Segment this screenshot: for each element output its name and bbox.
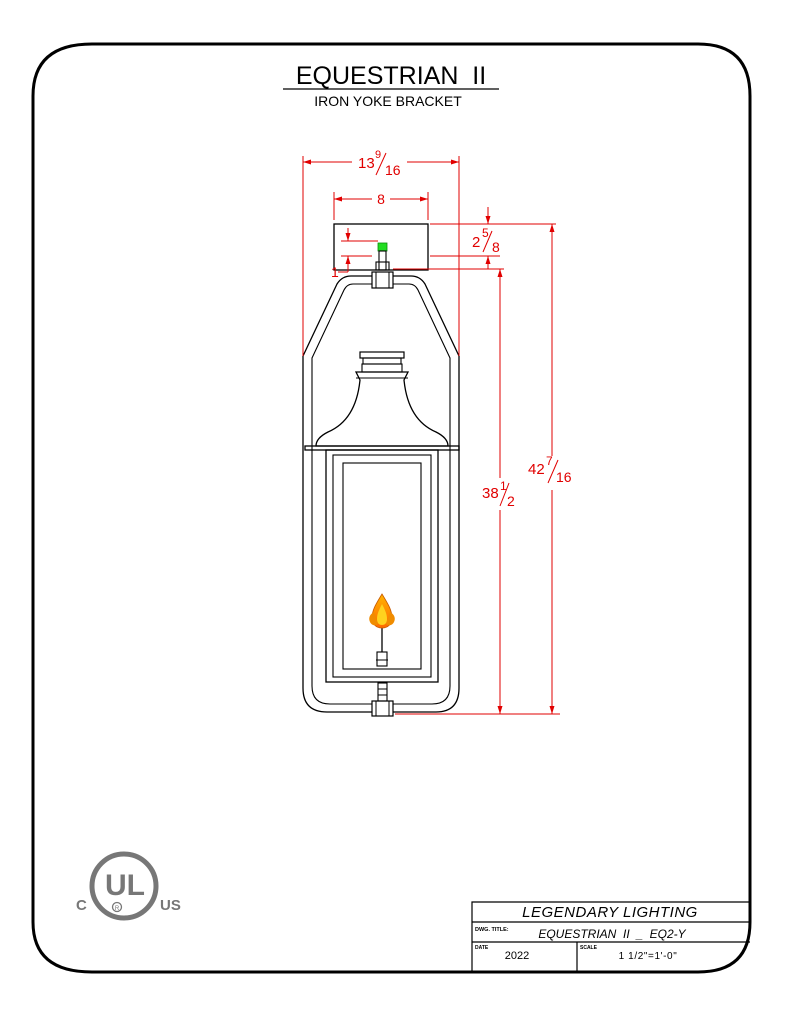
- lantern-frame-inner: [332, 454, 432, 678]
- scale-label: SCALE: [580, 945, 598, 951]
- svg-text:2: 2: [507, 493, 515, 509]
- svg-text:2: 2: [472, 234, 480, 251]
- svg-text:38: 38: [482, 485, 499, 502]
- dimensions: 13 9 16 8 2 5 8: [302, 149, 572, 715]
- dim-overall-width: 13 9 16: [358, 149, 401, 178]
- top-tee: [371, 271, 394, 289]
- bottom-tee: [371, 700, 394, 717]
- svg-text:16: 16: [385, 162, 401, 178]
- lantern-frame: [325, 449, 439, 683]
- dim-fixture-height: 38 1 2: [482, 479, 515, 509]
- dim-bracket-height: 2 5 8: [472, 226, 500, 255]
- dim-bracket-width: 8: [377, 191, 385, 207]
- title-block: LEGENDARY LIGHTING DWG. TITLE: EQUESTRIA…: [471, 901, 750, 972]
- svg-text:UL: UL: [105, 869, 145, 902]
- svg-text:16: 16: [556, 469, 572, 485]
- sheet-border: [31, 42, 752, 974]
- chimney-cap: [359, 351, 405, 359]
- gas-stem: [378, 250, 387, 271]
- svg-text:7: 7: [546, 454, 553, 468]
- svg-text:5: 5: [482, 226, 489, 240]
- svg-text:42: 42: [528, 461, 545, 478]
- stem-nut: [375, 261, 390, 271]
- glass-panel: [342, 462, 422, 670]
- date-label: DATE: [475, 945, 489, 951]
- hood: [315, 371, 449, 447]
- scale-value: 1 1/2"=1'-0": [619, 951, 678, 962]
- drawing-title: EQUESTRIAN II: [296, 62, 486, 90]
- svg-text:8: 8: [492, 239, 500, 255]
- ul-certification-logo: C UL R US: [76, 851, 181, 921]
- dim-overall-height: 42 7 16: [528, 454, 572, 485]
- svg-text:US: US: [160, 897, 181, 914]
- bottom-valve: [377, 682, 388, 702]
- yoke-inner: [311, 283, 451, 705]
- svg-text:1: 1: [500, 479, 507, 493]
- dim-offset: 1: [331, 264, 339, 280]
- burner-base: [376, 651, 388, 667]
- dwg-title-label: DWG. TITLE:: [475, 927, 509, 933]
- company-name: LEGENDARY LIGHTING: [522, 904, 698, 921]
- svg-text:R: R: [115, 906, 120, 912]
- drawing-subtitle: IRON YOKE BRACKET: [314, 93, 462, 109]
- svg-text:13: 13: [358, 155, 375, 172]
- dwg-title-value: EQUESTRIAN II _ EQ2-Y: [538, 927, 686, 941]
- gas-valve-icon: [377, 242, 388, 252]
- date-value: 2022: [505, 950, 529, 962]
- fixture-drawing: [302, 223, 460, 717]
- svg-text:9: 9: [375, 149, 381, 161]
- flame-icon: [369, 593, 395, 629]
- svg-text:C: C: [76, 897, 87, 914]
